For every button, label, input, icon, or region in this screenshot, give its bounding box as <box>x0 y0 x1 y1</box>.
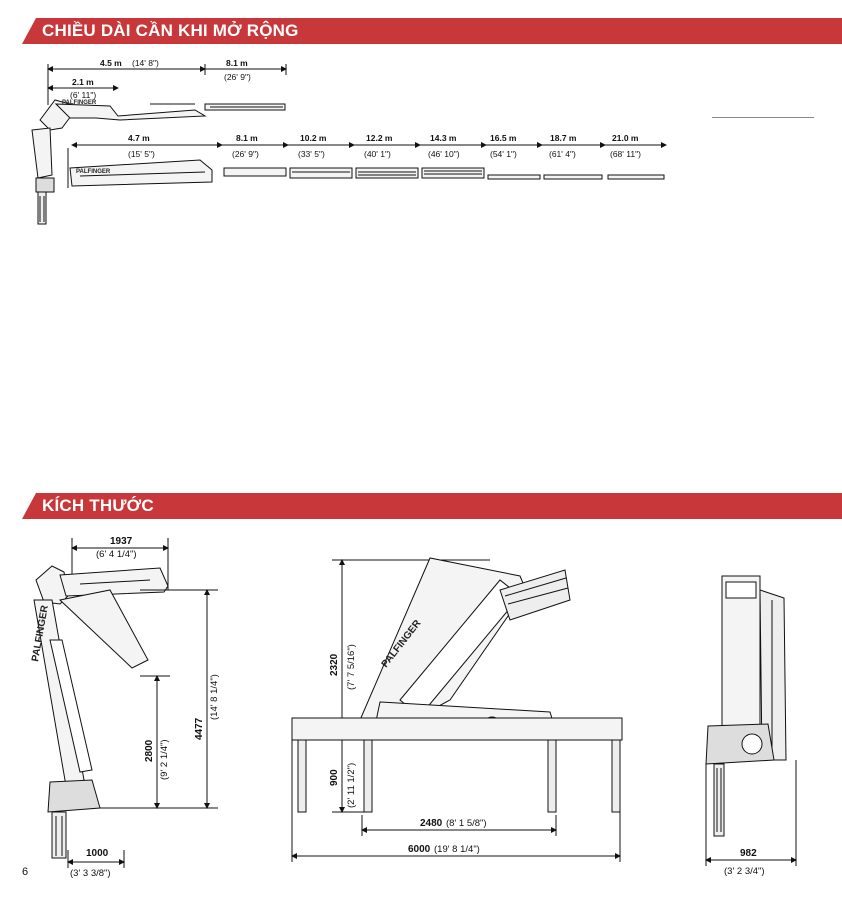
row2-4-imperial: (46' 10") <box>428 149 460 159</box>
side-lift-arm <box>58 589 149 669</box>
crane-base <box>35 177 55 193</box>
row2-7-imperial: (68' 11") <box>610 149 641 159</box>
crane-column <box>31 127 53 179</box>
row2-4-metric: 14.3 m <box>430 133 457 143</box>
row2-2-metric: 10.2 m <box>300 133 327 143</box>
front-outer-width-imperial: (19' 8 1/4") <box>434 844 480 855</box>
rear-column <box>721 575 761 727</box>
base-reach-metric: 2.1 m <box>72 77 94 87</box>
section-banner-dimensions: KÍCH THƯỚC <box>22 493 842 519</box>
boom-row2 <box>69 159 213 187</box>
side-base-width-value: 1000 <box>86 848 109 859</box>
rear-cylinder <box>759 589 787 761</box>
side-total-height-imperial: (14' 8 1/4") <box>209 674 220 720</box>
side-total-height-value: 4477 <box>194 717 205 740</box>
row2-2-imperial: (33' 5") <box>298 149 325 159</box>
front-outrigger-beam <box>291 717 623 741</box>
rear-view-drawing <box>705 575 797 866</box>
side-top-width-imperial: (6' 4 1/4") <box>96 549 137 560</box>
front-outer-width-value: 6000 <box>408 844 431 855</box>
row2-6-imperial: (61' 4") <box>549 149 576 159</box>
row2-7-metric: 21.0 m <box>612 133 639 143</box>
section-banner-extension: CHIỀU DÀI CẦN KHI MỞ RỘNG <box>22 18 842 44</box>
side-base-width-imperial: (3' 3 3/8") <box>70 868 111 879</box>
brand-label-row2: PALFINGER <box>76 169 111 175</box>
front-inner-width-imperial: (8' 1 5/8") <box>446 818 487 829</box>
brand-label-row1: PALFINGER <box>62 100 97 106</box>
row1-0-metric: 4.5 m <box>100 58 122 68</box>
extension-diagram <box>31 64 667 225</box>
rear-base <box>705 723 775 765</box>
side-mid-height-value: 2800 <box>144 739 155 762</box>
front-lower-height-imperial: (2' 11 1/2") <box>346 763 357 808</box>
front-inner-width-value: 2480 <box>420 818 443 829</box>
row2-6-metric: 18.7 m <box>550 133 577 143</box>
row2-5-imperial: (54' 1") <box>490 149 517 159</box>
front-view-drawing <box>291 557 623 862</box>
row2-1-imperial: (26' 9") <box>232 149 259 159</box>
page-number: 6 <box>22 866 29 878</box>
rear-width-value: 982 <box>740 848 757 859</box>
side-view-drawing <box>33 538 218 868</box>
row1-1-metric: 8.1 m <box>226 58 248 68</box>
row2-3-metric: 12.2 m <box>366 133 393 143</box>
boom-row1 <box>54 103 207 121</box>
row1-0-imperial: (14' 8") <box>132 58 159 68</box>
row2-0-imperial: (15' 5") <box>128 149 155 159</box>
section-title-extension: CHIỀU DÀI CẦN KHI MỞ RỘNG <box>42 21 299 40</box>
section-title-dimensions: KÍCH THƯỚC <box>42 496 154 515</box>
front-upper-height-value: 2320 <box>329 653 340 676</box>
row1-1-imperial: (26' 9") <box>224 72 251 82</box>
side-mid-height-imperial: (9' 2 1/4") <box>159 739 170 780</box>
base-reach-imperial: (6' 11") <box>70 90 96 100</box>
side-top-width-value: 1937 <box>110 536 133 547</box>
front-lower-height-value: 900 <box>329 769 340 786</box>
divider-line <box>712 117 814 118</box>
front-upper-height-imperial: (7' 7 5/16") <box>346 644 357 690</box>
row2-5-metric: 16.5 m <box>490 133 517 143</box>
row2-0-metric: 4.7 m <box>128 133 150 143</box>
rear-width-imperial: (3' 2 3/4") <box>724 866 765 877</box>
row2-1-metric: 8.1 m <box>236 133 258 143</box>
side-base <box>47 779 101 813</box>
row2-3-imperial: (40' 1") <box>364 149 391 159</box>
